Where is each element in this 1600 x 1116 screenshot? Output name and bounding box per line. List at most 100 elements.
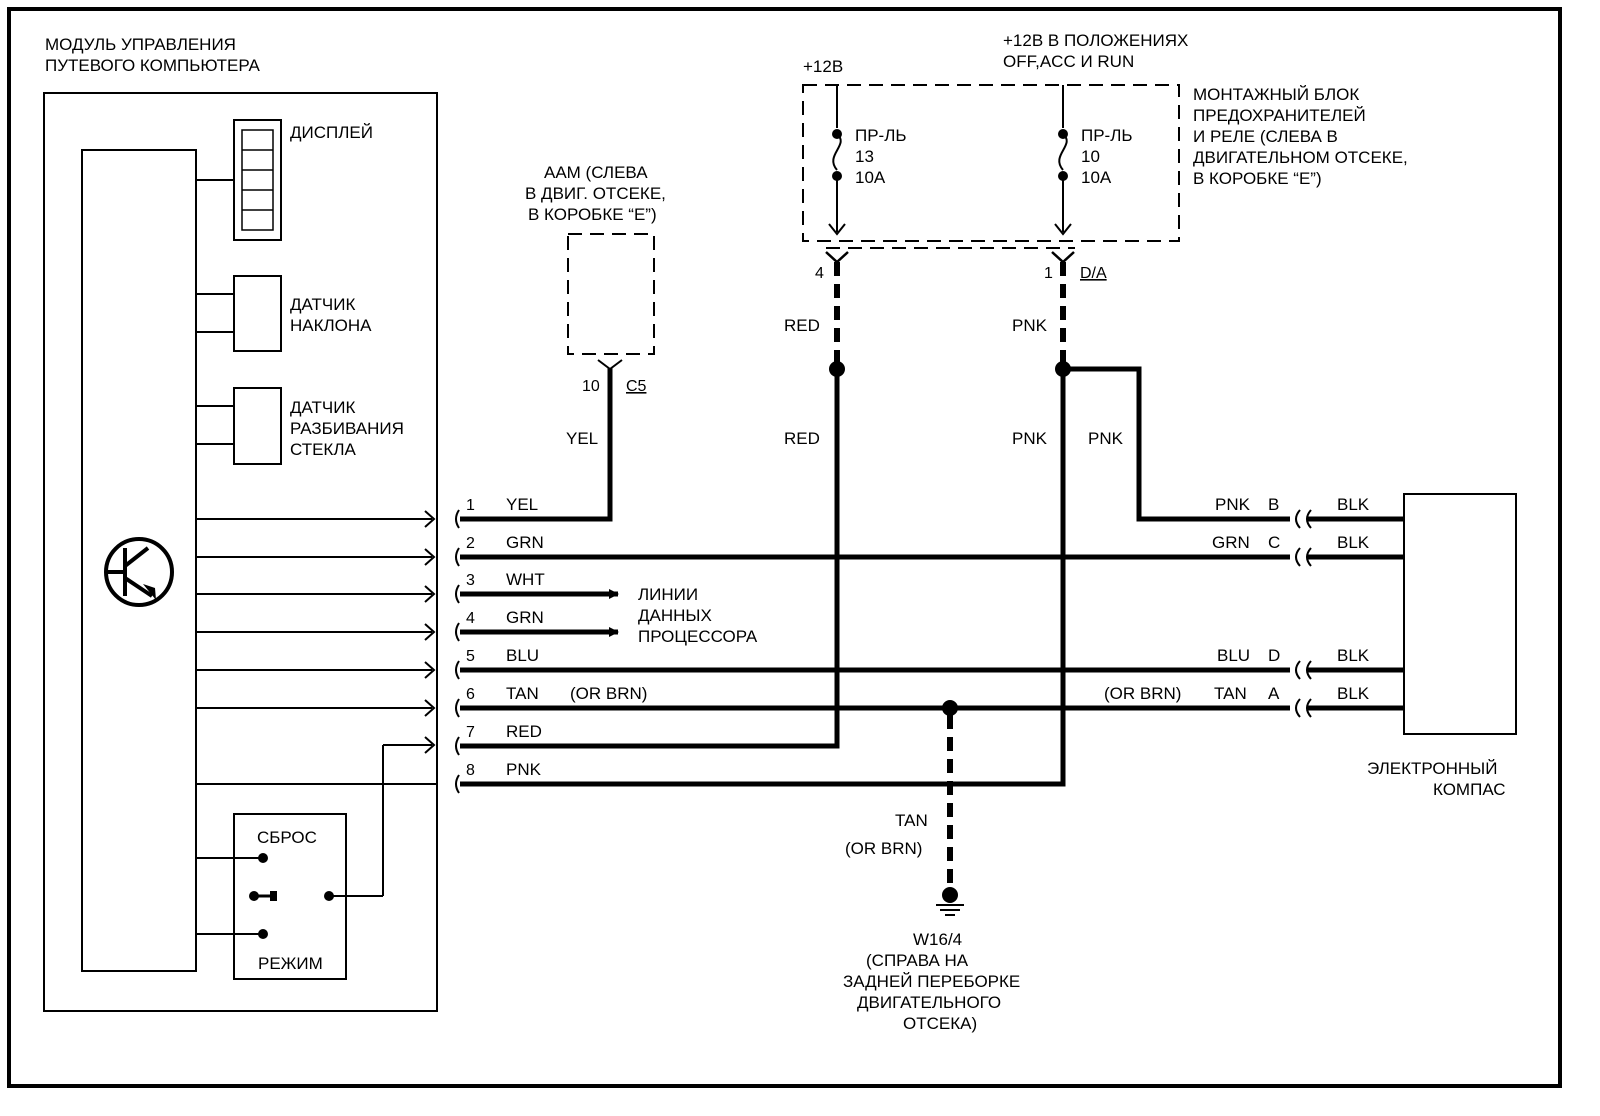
glass-sensor-label-2: РАЗБИВАНИЯ bbox=[290, 419, 404, 438]
aam-wire: YEL bbox=[566, 429, 598, 448]
wire-red bbox=[460, 369, 840, 749]
pin-1-num: 1 bbox=[466, 497, 475, 514]
outer-frame bbox=[7, 7, 1562, 1088]
compass-a-pin: A bbox=[1268, 684, 1280, 703]
fuse-box: +12В В ПОЛОЖЕНИЯХ OFF,ACC И RUN +12В МОН… bbox=[802, 31, 1408, 282]
pnk-label-top: PNK bbox=[1012, 316, 1048, 335]
fusebox-label-2: ПРЕДОХРАНИТЕЛЕЙ bbox=[1193, 106, 1366, 125]
fusebox-label-1: МОНТАЖНЫЙ БЛОК bbox=[1193, 85, 1359, 104]
display-component: ДИСПЛЕЙ bbox=[196, 119, 373, 241]
glass-sensor-label-3: СТЕКЛА bbox=[290, 440, 356, 459]
pin-2-num: 2 bbox=[466, 535, 475, 552]
compass-c-pin: C bbox=[1268, 533, 1280, 552]
compass-a-out: BLK bbox=[1337, 684, 1370, 703]
compass-label-2: КОМПАС bbox=[1433, 780, 1506, 799]
ground-label-5: ОТСЕКА) bbox=[903, 1014, 977, 1033]
aam-label-2: В ДВИГ. ОТСЕКЕ, bbox=[525, 184, 666, 203]
pin-labels: 1 YEL 2 GRN 3 WHT 4 GRN 5 BLU 6 TAN (OR … bbox=[466, 495, 647, 779]
display-label: ДИСПЛЕЙ bbox=[290, 123, 373, 142]
aam-connector: C5 bbox=[626, 378, 647, 395]
compass-d-wire: BLU bbox=[1217, 646, 1250, 665]
data-lines-3: ПРОЦЕССОРА bbox=[638, 627, 758, 646]
ground-label-2: (СПРАВА НА bbox=[866, 951, 969, 970]
pin-4-num: 4 bbox=[466, 610, 475, 627]
ground-point: TAN (OR BRN) W16/4 (СПРАВА НА ЗАДНЕЙ ПЕР… bbox=[843, 811, 1020, 1033]
ign-label-2: OFF,ACC И RUN bbox=[1003, 52, 1134, 71]
reset-label: СБРОС bbox=[257, 828, 317, 847]
fuse-10-icon bbox=[1054, 85, 1072, 236]
glass-break-sensor: ДАТЧИК РАЗБИВАНИЯ СТЕКЛА bbox=[196, 387, 404, 465]
fuse2-label-2: 10 bbox=[1081, 147, 1100, 166]
ground-label-3: ЗАДНЕЙ ПЕРЕБОРКЕ bbox=[843, 972, 1020, 991]
electronic-compass: ЭЛЕКТРОННЫЙ КОМПАС PNK B BLK GRN C BLK B… bbox=[1104, 493, 1517, 799]
pin-5-color: BLU bbox=[506, 646, 539, 665]
dashed-wires bbox=[834, 262, 1066, 885]
data-lines-2: ДАННЫХ bbox=[638, 606, 712, 625]
aam-label-1: ААМ (СЛЕВА bbox=[544, 163, 648, 182]
compass-a-wire: TAN bbox=[1214, 684, 1247, 703]
reset-mode-switch: СБРОС РЕЖИМ bbox=[196, 736, 436, 980]
pnk-label-bottom: PNK bbox=[1012, 429, 1048, 448]
ground-wire-alt: (OR BRN) bbox=[845, 839, 922, 858]
pin-5-num: 5 bbox=[466, 648, 475, 665]
internal-pin-lines bbox=[196, 510, 437, 785]
ground-wire: TAN bbox=[895, 811, 928, 830]
compass-c-wire: GRN bbox=[1212, 533, 1250, 552]
pin-6-color: TAN bbox=[506, 684, 539, 703]
compass-b-pin: B bbox=[1268, 495, 1279, 514]
compass-d-out: BLK bbox=[1337, 646, 1370, 665]
fuse1-label-3: 10А bbox=[855, 168, 886, 187]
compass-d-pin: D bbox=[1268, 646, 1280, 665]
fusebox-connector: D/A bbox=[1080, 265, 1107, 282]
glass-sensor-label-1: ДАТЧИК bbox=[290, 398, 355, 417]
red-label-bottom: RED bbox=[784, 429, 820, 448]
tilt-sensor-label-2: НАКЛОНА bbox=[290, 316, 372, 335]
fuse2-label-3: 10А bbox=[1081, 168, 1112, 187]
trip-computer-module: МОДУЛЬ УПРАВЛЕНИЯ ПУТЕВОГО КОМПЬЮТЕРА ДИ… bbox=[43, 35, 438, 1012]
ground-icon bbox=[936, 904, 964, 916]
pin-6-alt: (OR BRN) bbox=[570, 684, 647, 703]
compass-c-out: BLK bbox=[1337, 533, 1370, 552]
compass-b-out: BLK bbox=[1337, 495, 1370, 514]
module-connector bbox=[455, 509, 460, 794]
compass-label-1: ЭЛЕКТРОННЫЙ bbox=[1367, 759, 1497, 778]
vertical-wire-labels: RED PNK RED PNK PNK bbox=[784, 316, 1124, 448]
pin-4-color: GRN bbox=[506, 608, 544, 627]
aam-pin: 10 bbox=[582, 378, 600, 395]
fusebox-label-5: В КОРОБКЕ “E”) bbox=[1193, 169, 1322, 188]
tilt-sensor-label-1: ДАТЧИК bbox=[290, 295, 355, 314]
tilt-sensor: ДАТЧИК НАКЛОНА bbox=[196, 275, 372, 352]
pin-8-color: PNK bbox=[506, 760, 542, 779]
splice-points bbox=[829, 361, 1071, 716]
pin-3-color: WHT bbox=[506, 570, 545, 589]
fuse1-label-2: 13 bbox=[855, 147, 874, 166]
pin-2-color: GRN bbox=[506, 533, 544, 552]
ign-label-1: +12В В ПОЛОЖЕНИЯХ bbox=[1003, 31, 1188, 50]
wire-pnk bbox=[460, 369, 1066, 787]
pin-6-num: 6 bbox=[466, 686, 475, 703]
mode-label: РЕЖИМ bbox=[258, 954, 323, 973]
module-title-line2: ПУТЕВОГО КОМПЬЮТЕРА bbox=[45, 56, 261, 75]
pin-7-color: RED bbox=[506, 722, 542, 741]
wire-pnk-branch bbox=[1063, 366, 1290, 522]
data-lines-1: ЛИНИИ bbox=[638, 585, 698, 604]
aam-label-3: В КОРОБКЕ “E”) bbox=[528, 205, 657, 224]
wire-yel bbox=[460, 368, 613, 522]
plus12-label: +12В bbox=[803, 57, 843, 76]
fusebox-pin-4: 4 bbox=[815, 265, 824, 282]
red-label-top: RED bbox=[784, 316, 820, 335]
pin-7-num: 7 bbox=[466, 724, 475, 741]
fusebox-label-4: ДВИГАТЕЛЬНОМ ОТСЕКЕ, bbox=[1193, 148, 1408, 167]
processor-block bbox=[81, 149, 197, 972]
module-title-line1: МОДУЛЬ УПРАВЛЕНИЯ bbox=[45, 35, 236, 54]
wires bbox=[460, 366, 1404, 787]
fuse1-label-1: ПР-ЛЬ bbox=[855, 126, 907, 145]
transistor-icon bbox=[104, 537, 174, 607]
pin-3-num: 3 bbox=[466, 572, 475, 589]
fuse2-label-1: ПР-ЛЬ bbox=[1081, 126, 1133, 145]
ground-label-1: W16/4 bbox=[913, 930, 962, 949]
compass-b-wire: PNK bbox=[1215, 495, 1251, 514]
aam-block: ААМ (СЛЕВА В ДВИГ. ОТСЕКЕ, В КОРОБКЕ “E”… bbox=[525, 163, 666, 448]
ground-label-4: ДВИГАТЕЛЬНОГО bbox=[857, 993, 1001, 1012]
